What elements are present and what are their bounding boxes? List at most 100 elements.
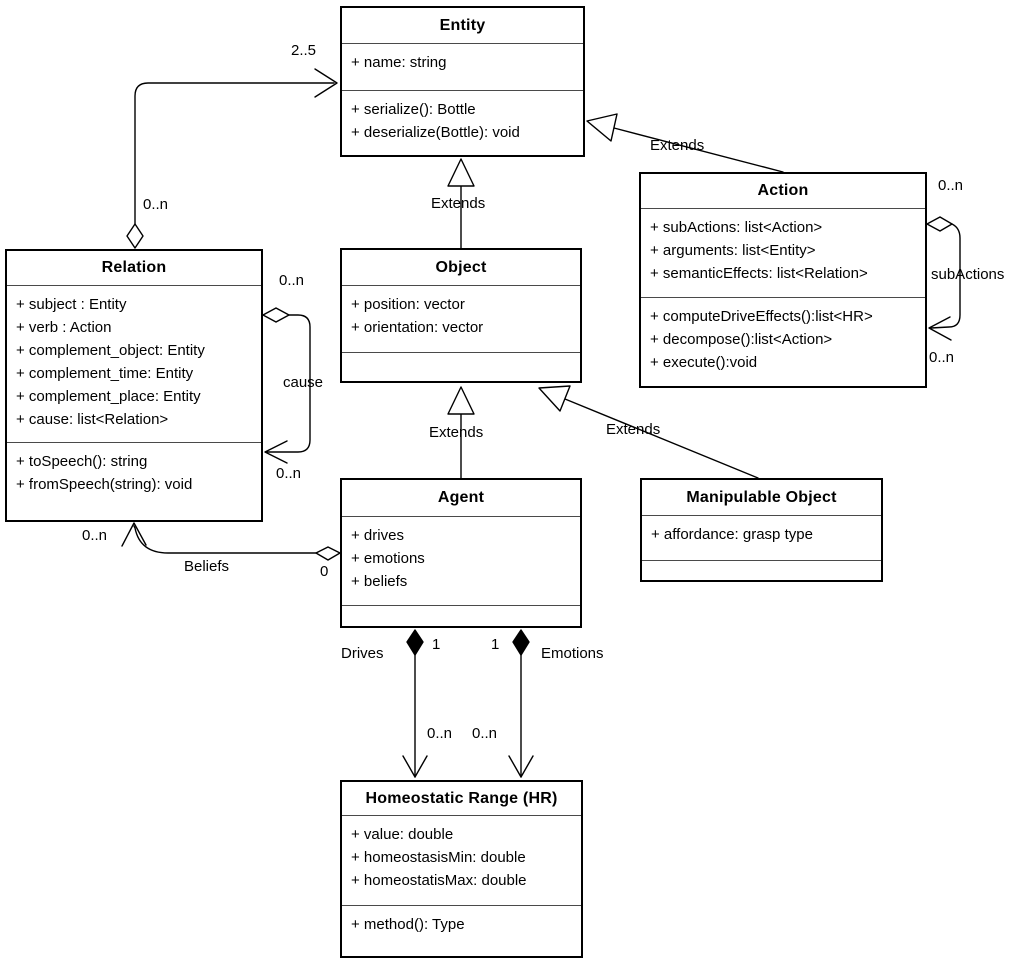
multiplicity-label: 0..n [472,725,498,742]
generalization-triangle [447,386,475,415]
method: + fromSpeech(string): void [16,476,193,493]
connector-relation-cause-loop [262,307,311,464]
multiplicity-label: 2..5 [291,42,317,59]
methods-section: + computeDriveEffects():list<HR> + decom… [641,297,925,386]
class-relation: Relation + subject : Entity + verb : Act… [5,249,263,522]
methods-section: + serialize(): Bottle + deserialize(Bott… [342,90,583,155]
connector-agent-drives-hr [402,629,428,778]
role-label: Emotions [541,645,604,662]
extends-label: Extends [431,195,486,212]
connector-action-extends-entity [586,113,784,173]
class-object: Object + position: vector + orientation:… [340,248,582,383]
connector-agent-extends-object [447,386,475,479]
open-arrowhead [402,755,428,778]
aggregation-diamond [926,216,953,232]
class-title: Homeostatic Range (HR) [365,789,558,807]
attributes-section: + subActions: list<Action> + arguments: … [641,208,925,297]
role-label: subActions [931,266,1005,283]
open-arrowhead [314,68,338,98]
aggregation-diamond [126,223,144,249]
multiplicity-label: 1 [491,636,500,653]
generalization-triangle [586,113,618,142]
multiplicity-label: 0..n [427,725,453,742]
role-label: Drives [341,645,384,662]
class-title: Agent [437,489,485,506]
role-label: cause [283,374,324,391]
connector-relation-entity [126,68,338,249]
multiplicity-label: 0..n [929,349,955,366]
attribute: + homeostasisMin: double [351,849,526,866]
method: + toSpeech(): string [16,453,148,470]
generalization-triangle [538,385,571,412]
class-title: Object [435,258,487,276]
attributes-section: + value: double + homeostasisMin: double… [342,815,581,905]
attribute: + complement_object: Entity [16,342,205,359]
open-arrowhead [928,316,952,341]
multiplicity-label: 1 [432,636,441,653]
attribute: + orientation: vector [351,319,484,336]
attribute: + arguments: list<Entity> [650,242,816,259]
attributes-section: + position: vector + orientation: vector [342,285,580,352]
multiplicity-label: 0..n [82,527,108,544]
method: + serialize(): Bottle [351,101,476,118]
attribute: + complement_place: Entity [16,388,201,405]
methods-section [342,352,580,381]
multiplicity-label: 0..n [276,465,302,482]
open-arrowhead [264,440,288,464]
class-entity: Entity + name: string + serialize(): Bot… [340,6,585,157]
method: + decompose():list<Action> [650,331,833,348]
attribute: + semanticEffects: list<Relation> [650,265,868,282]
connector-manipulable-extends-object [538,385,759,479]
connector-object-extends-entity [447,158,475,249]
attribute: + subActions: list<Action> [650,219,823,236]
multiplicity-label: 0 [320,563,329,580]
connector-line [134,82,335,225]
attribute: + cause: list<Relation> [16,411,169,428]
open-arrowhead [508,755,534,778]
class-agent: Agent + drives + emotions + beliefs [340,478,582,628]
attribute: + beliefs [351,573,408,590]
extends-label: Extends [650,137,705,154]
aggregation-diamond [262,307,290,323]
class-title: Action [757,182,809,199]
attribute: + position: vector [351,296,465,313]
attributes-section: + subject : Entity + verb : Action + com… [7,285,261,442]
connector-line [133,525,317,554]
methods-section [642,560,881,580]
method: + method(): Type [351,916,465,933]
aggregation-diamond [315,546,341,561]
attributes-section: + drives + emotions + beliefs [342,516,580,605]
method: + deserialize(Bottle): void [351,124,520,141]
class-homeostatic-range: Homeostatic Range (HR) + value: double +… [340,780,583,958]
connector-line [564,398,759,479]
connector-agent-beliefs-relation [121,522,341,561]
attribute: + affordance: grasp type [651,526,813,543]
methods-section: + method(): Type [342,905,581,956]
attribute: + emotions [351,550,425,567]
attributes-section: + name: string [342,43,583,90]
composition-diamond [512,629,530,656]
methods-section [342,605,580,626]
attribute: + name: string [351,54,447,71]
multiplicity-label: 0..n [143,196,169,213]
attribute: + drives [351,527,404,544]
method: + computeDriveEffects():list<HR> [650,308,873,325]
connector-agent-emotions-hr [508,629,534,778]
extends-label: Extends [429,424,484,441]
attribute: + verb : Action [16,319,112,336]
attribute: + value: double [351,826,454,843]
composition-diamond [406,629,424,656]
attributes-section: + affordance: grasp type [642,515,881,560]
open-arrowhead [121,522,147,547]
method: + execute():void [650,354,758,371]
methods-section: + toSpeech(): string + fromSpeech(string… [7,442,261,520]
generalization-triangle [447,158,475,187]
attribute: + complement_time: Entity [16,365,194,382]
connector-line [930,223,961,329]
connector-line [613,127,784,173]
multiplicity-label: 0..n [279,272,305,289]
class-manipulable-object: Manipulable Object + affordance: grasp t… [640,478,883,582]
connector-line [266,314,311,453]
